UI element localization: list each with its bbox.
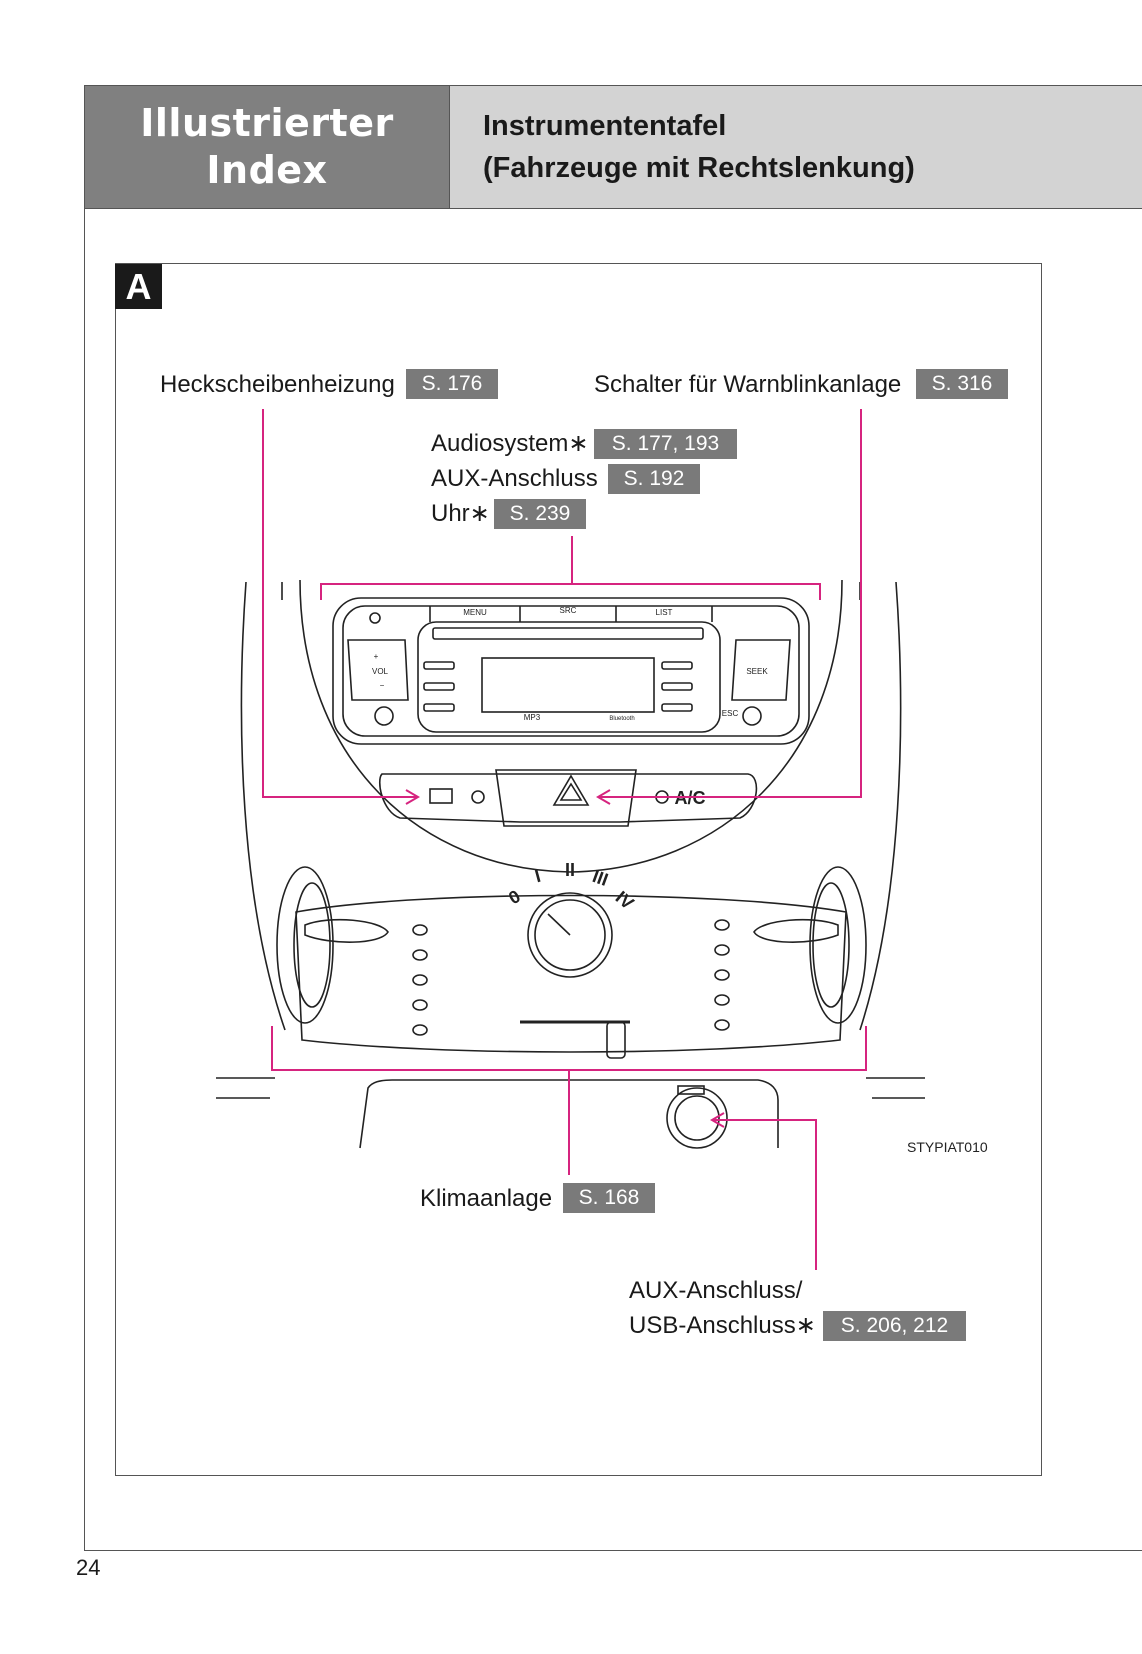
page-title-banner: Instrumententafel (Fahrzeuge mit Rechtsl…: [449, 85, 1142, 209]
aux-port-label: AUX-Anschluss: [431, 465, 598, 492]
plus-label: +: [374, 652, 379, 661]
dash-outline-left: [240, 581, 286, 1031]
aux-port-page-tag: S. 192: [608, 464, 700, 494]
fan-speed-0: 0: [505, 886, 524, 908]
aux-usb-page-tag: S. 206, 212: [823, 1311, 966, 1341]
vol-label: VOL: [372, 667, 389, 676]
aux-usb-label-line1: AUX-Anschluss/: [629, 1277, 803, 1304]
air-conditioning-label: Klimaanlage: [420, 1185, 553, 1212]
left-vent: [276, 866, 334, 1024]
lower-console: [359, 1079, 779, 1149]
audio-system-page-tag: S. 177, 193: [594, 429, 737, 459]
rear-defogger-page-tag: S. 176: [406, 369, 498, 399]
radio-display: [481, 657, 655, 713]
image-code: STYPIAT010: [907, 1139, 988, 1155]
temp-lever: [606, 1021, 626, 1059]
section-title: Illustrierter Index: [140, 101, 394, 192]
fan-speed-1: I: [533, 866, 543, 887]
minus-label: −: [380, 681, 385, 690]
fan-speed-4: IV: [612, 887, 638, 913]
figure-letter: A: [115, 264, 162, 309]
cd-slot: [432, 627, 704, 640]
aux-usb-socket: [666, 1087, 728, 1149]
radio-unit: [332, 597, 810, 745]
air-conditioning-page-tag: S. 168: [563, 1183, 655, 1213]
switch-strip: [378, 773, 758, 823]
audio-system-label: Audiosystem∗: [431, 430, 589, 457]
defogger-icon: [429, 788, 453, 804]
esc-label: ESC: [722, 709, 739, 718]
fan-knob: [527, 892, 613, 978]
right-vent: [809, 866, 867, 1024]
esc-knob: [742, 706, 762, 726]
src-label: SRC: [560, 606, 577, 615]
menu-label: MENU: [463, 608, 487, 617]
figure-box: [115, 263, 1042, 1476]
list-label: LIST: [656, 608, 673, 617]
hazard-icon: [552, 774, 590, 806]
dash-outline-right: [859, 581, 902, 1031]
page-title-line1: Instrumententafel: [483, 110, 727, 142]
aux-usb-label-line2: USB-Anschluss∗: [629, 1312, 816, 1339]
section-banner: Illustrierter Index: [85, 85, 449, 209]
power-knob: [374, 706, 394, 726]
page-number: 24: [76, 1555, 101, 1580]
hazard-switch-page-tag: S. 316: [916, 369, 1008, 399]
clock-page-tag: S. 239: [494, 499, 586, 529]
rear-defogger-label: Heckscheibenheizung: [160, 371, 395, 398]
callout-lines: [262, 409, 867, 1270]
climate-panel: [295, 894, 847, 1053]
bluetooth-label: Bluetooth: [609, 716, 634, 722]
seek-label: SEEK: [746, 667, 768, 676]
console-outline: [299, 579, 843, 873]
fan-speed-2: II: [565, 860, 575, 880]
hazard-switch-label: Schalter für Warnblinkanlage: [594, 371, 902, 398]
mp3-label: MP3: [524, 713, 541, 722]
fan-speed-3: III: [590, 866, 611, 890]
clock-label: Uhr∗: [431, 500, 490, 527]
page-frame: [84, 85, 1142, 1551]
page-title-line2: (Fahrzeuge mit Rechtslenkung): [483, 152, 915, 184]
